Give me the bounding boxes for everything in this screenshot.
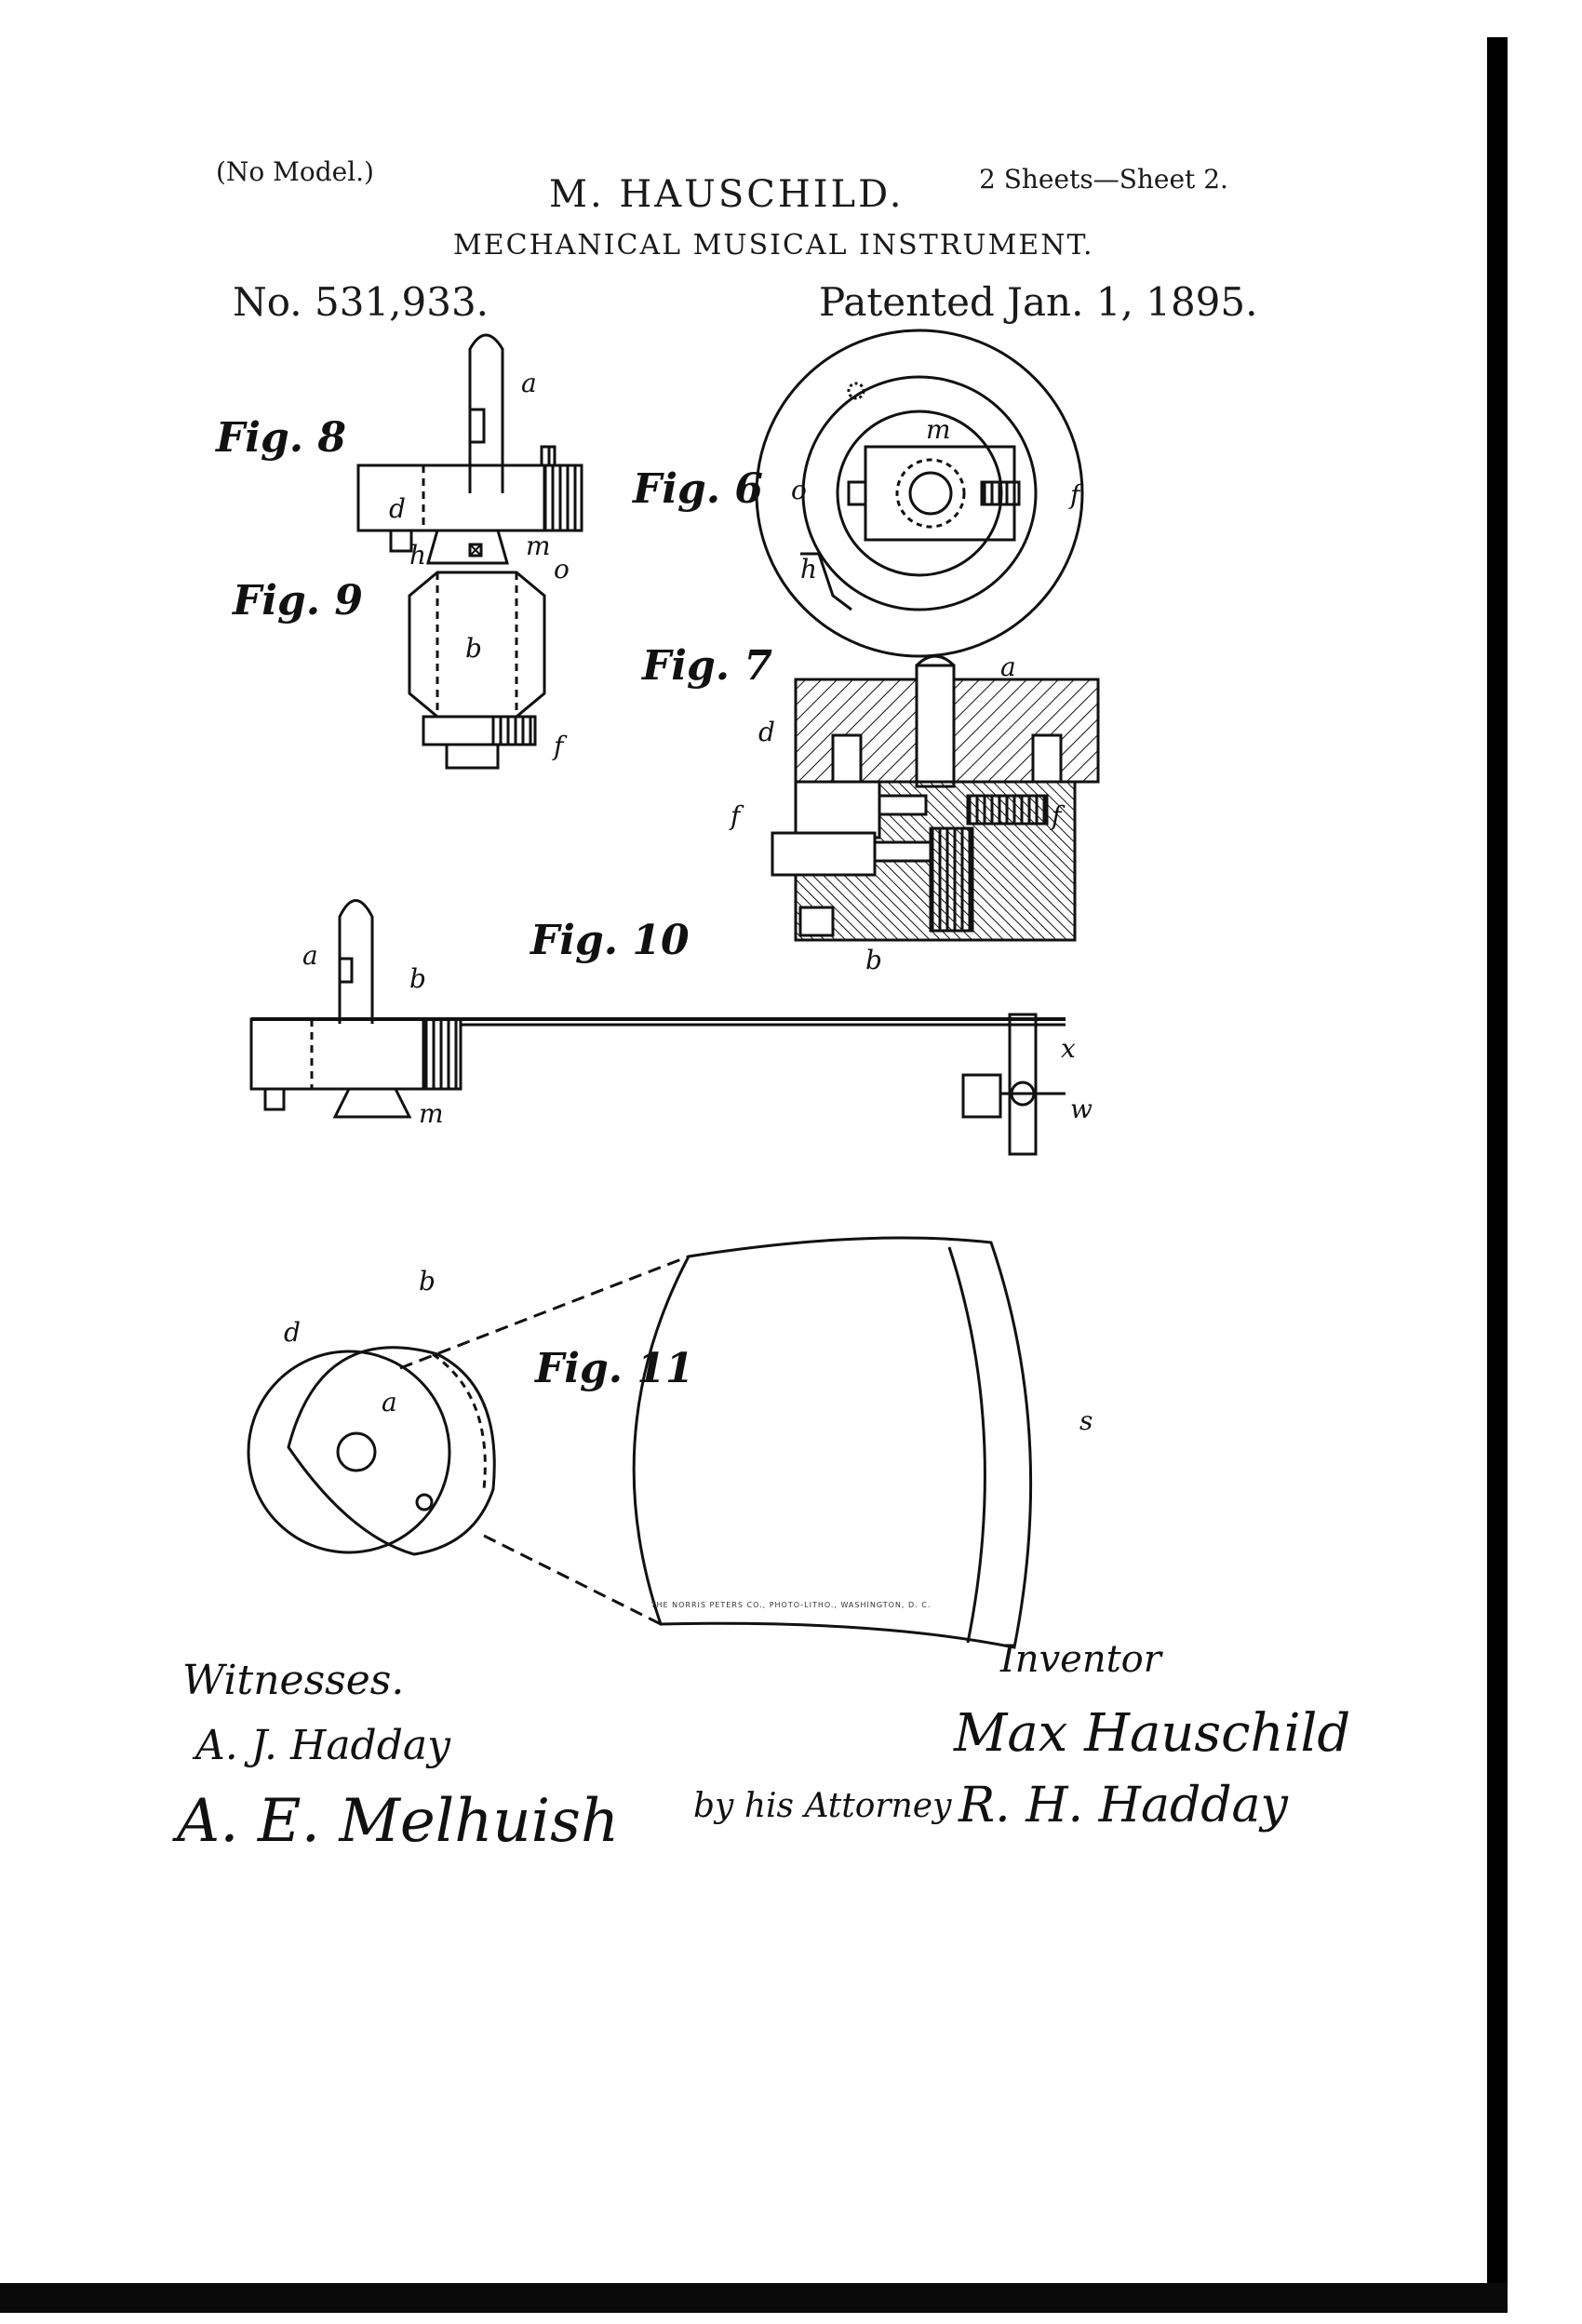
attorney-label: by his Attorney bbox=[693, 1787, 952, 1825]
fig9-label: Fig. 9 bbox=[233, 577, 363, 625]
patent-title: MECHANICAL MUSICAL INSTRUMENT. bbox=[453, 229, 1094, 262]
fig9-drawing bbox=[408, 571, 546, 770]
ref-letter-a-fig7: a bbox=[1000, 652, 1016, 682]
ref-letter-o: o bbox=[554, 554, 570, 584]
sheet-count: 2 Sheets—Sheet 2. bbox=[979, 164, 1228, 195]
ref-letter-f-fig7: f bbox=[1052, 800, 1062, 831]
inventor-name-header: M. HAUSCHILD. bbox=[549, 173, 905, 216]
ref-letter-m-fig10: m bbox=[419, 1098, 444, 1129]
witnesses-label: Witnesses. bbox=[182, 1657, 405, 1704]
fig6-label: Fig. 6 bbox=[633, 465, 763, 513]
ref-letter-b-fig7: b bbox=[865, 945, 882, 975]
ref-letter-d-fig7: d bbox=[758, 717, 775, 747]
no-model-note: (No Model.) bbox=[216, 156, 374, 187]
ref-letter-f-fig6: f bbox=[1070, 479, 1080, 510]
fig7-label: Fig. 7 bbox=[642, 642, 772, 690]
fig8-drawing bbox=[356, 333, 583, 565]
scan-border-right bbox=[1487, 37, 1508, 2290]
fig10-label: Fig. 10 bbox=[530, 917, 690, 964]
ref-letter-h-fig7: f bbox=[731, 800, 741, 831]
ref-letter-w-fig10: w bbox=[1070, 1094, 1093, 1124]
ref-letter-m: m bbox=[526, 531, 551, 561]
fig10-drawing bbox=[249, 899, 1066, 1156]
witness-1-signature: A. J. Hadday bbox=[195, 1722, 450, 1769]
fig6-drawing bbox=[755, 329, 1084, 658]
patent-date: Patented Jan. 1, 1895. bbox=[819, 279, 1258, 325]
ref-letter-b-fig10: b bbox=[409, 963, 426, 994]
fig11-drawing bbox=[247, 1236, 1033, 1649]
ref-letter-s-fig11: s bbox=[1079, 1405, 1093, 1436]
ref-letter-o-fig6: o bbox=[791, 475, 807, 505]
inventor-signature: Max Hauschild bbox=[954, 1703, 1351, 1764]
ref-letter-h: f bbox=[554, 731, 564, 761]
attorney-signature: R. H. Hadday bbox=[959, 1778, 1288, 1834]
ref-letter-d: d bbox=[389, 493, 406, 524]
ref-letter-x-fig10: x bbox=[1061, 1033, 1076, 1064]
ref-letter-a-fig10: a bbox=[302, 940, 318, 971]
ref-letter-i-fig6: h bbox=[800, 554, 818, 584]
inventor-label: Inventor bbox=[1000, 1638, 1161, 1681]
printer-imprint: THE NORRIS PETERS CO., PHOTO-LITHO., WAS… bbox=[650, 1601, 932, 1609]
witness-2-signature: A. E. Melhuish bbox=[177, 1787, 620, 1856]
ref-letter-m-fig6: m bbox=[926, 414, 951, 445]
scan-border-bottom bbox=[0, 2283, 1508, 2313]
fig11-label: Fig. 11 bbox=[535, 1345, 694, 1392]
ref-letter-d-fig11: d bbox=[284, 1317, 301, 1348]
patent-number: No. 531,933. bbox=[233, 279, 489, 325]
ref-letter-b-fig11: b bbox=[419, 1266, 436, 1296]
ref-letter-i: h bbox=[409, 540, 427, 571]
ref-letter-a: a bbox=[521, 368, 537, 398]
fig8-label: Fig. 8 bbox=[216, 414, 346, 462]
fig7-drawing bbox=[771, 654, 1100, 942]
ref-letter-a-fig11: a bbox=[382, 1387, 397, 1417]
ref-letter-b: b bbox=[465, 633, 482, 664]
